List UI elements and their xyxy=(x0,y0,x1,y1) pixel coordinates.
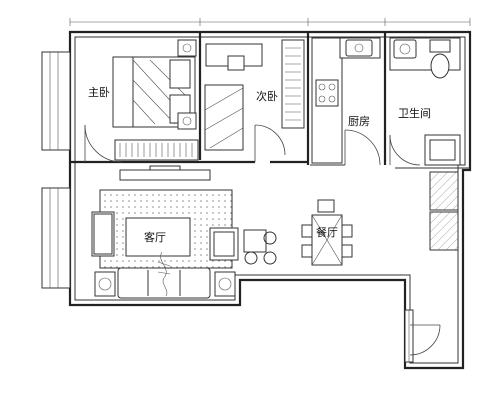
sink-icon xyxy=(345,39,373,57)
dining-room-label: 餐厅 xyxy=(316,225,338,239)
master-bedroom-label: 主卧 xyxy=(88,86,110,99)
living-room: 客厅 xyxy=(91,165,239,299)
plant-icon xyxy=(157,251,171,297)
stove-icon xyxy=(315,79,339,107)
kitchen: 厨房 xyxy=(311,37,381,164)
wardrobe-icon xyxy=(281,39,305,129)
kitchen-label: 厨房 xyxy=(348,115,370,128)
tv-cabinet-icon xyxy=(119,165,211,181)
dining-room: 餐厅 xyxy=(243,199,353,266)
sink-icon xyxy=(393,39,417,59)
living-room-label: 客厅 xyxy=(144,230,166,244)
doors xyxy=(84,124,441,356)
dining-table-icon xyxy=(301,199,353,266)
master-bedroom: 主卧 xyxy=(88,39,199,161)
sofa-icon xyxy=(94,267,236,299)
second-bedroom: 次卧 xyxy=(204,39,305,151)
exterior-walls xyxy=(41,30,472,370)
toilet-icon xyxy=(429,39,451,79)
bathroom: 卫生间 xyxy=(389,37,461,251)
dimension-ticks xyxy=(69,18,471,26)
second-bedroom-label: 次卧 xyxy=(256,89,278,103)
interior-walls xyxy=(70,32,470,169)
bathroom-label: 卫生间 xyxy=(398,106,431,120)
wardrobe-icon xyxy=(114,139,199,161)
bed-icon xyxy=(204,84,244,151)
